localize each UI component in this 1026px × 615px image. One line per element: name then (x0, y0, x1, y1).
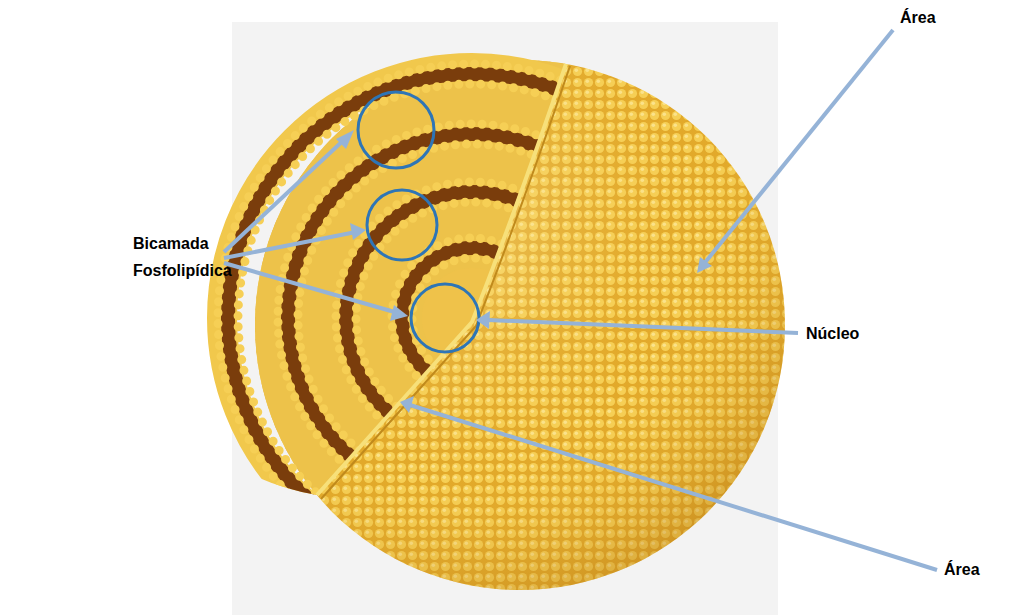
structure-label: Bicamada Fosfolipídica (133, 230, 251, 284)
part-label: Área (944, 556, 1022, 583)
part-label: Núcleo (806, 320, 926, 347)
part-label: Área (900, 4, 1010, 31)
